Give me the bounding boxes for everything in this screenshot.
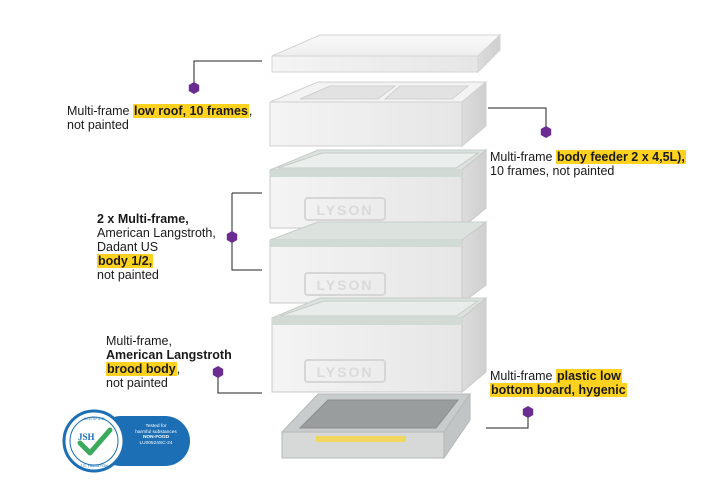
- label-brood-body-line2: American Langstroth: [106, 348, 232, 362]
- label-brood-body: Multi-frame, American Langstroth brood b…: [106, 334, 232, 390]
- hexagon-marker-icon: [212, 366, 224, 378]
- label-brood-body-suffix: ,: [176, 362, 181, 376]
- label-half-body-line1: 2 x Multi-frame,: [97, 212, 189, 226]
- label-half-body-highlight: body 1/2,: [97, 254, 154, 268]
- label-brood-body-line4: not painted: [106, 376, 168, 390]
- hexagon-marker-icon: [540, 126, 552, 138]
- label-low-roof-prefix: Multi-frame: [67, 104, 133, 118]
- brand-mark: LYSON: [317, 364, 374, 380]
- label-body-feeder-highlight: body feeder 2 x 4,5L),: [555, 150, 686, 164]
- brand-mark: LYSON: [317, 277, 374, 293]
- label-low-roof: Multi-frame low roof, 10 frames, not pai…: [67, 104, 252, 132]
- bottom-board: [280, 392, 471, 460]
- hexagon-marker-icon: [188, 82, 200, 94]
- leader-lines: [193, 60, 547, 429]
- label-bottom-board: Multi-frame plastic low bottom board, hy…: [490, 369, 627, 397]
- marker-icons: [188, 82, 552, 418]
- seal-top-text: CERTIFIED: [83, 416, 104, 421]
- brood-body: [271, 296, 488, 394]
- label-half-body-line2: American Langstroth,: [97, 226, 216, 240]
- certificate-badge: [62, 409, 190, 473]
- label-low-roof-suffix: ,: [248, 104, 253, 118]
- check-icon: [77, 427, 113, 456]
- brand-mark: LYSON: [317, 202, 374, 218]
- certificate-line2: harmful substances: [135, 429, 177, 435]
- label-half-body-line5: not painted: [97, 268, 159, 282]
- label-body-feeder-prefix: Multi-frame: [490, 150, 556, 164]
- certificate-line4: LU00524SC-24: [139, 440, 173, 446]
- hexagon-marker-icon: [226, 231, 238, 243]
- label-bottom-board-prefix: Multi-frame: [490, 369, 556, 383]
- certificate-text: Tested for harmful substances NON-FOOD L…: [126, 424, 186, 446]
- label-low-roof-highlight: low roof, 10 frames: [132, 104, 249, 118]
- label-brood-body-line1: Multi-frame,: [106, 334, 172, 348]
- label-bottom-board-highlight2: bottom board, hygenic: [490, 383, 627, 397]
- label-half-body: 2 x Multi-frame, American Langstroth, Da…: [97, 212, 216, 282]
- certificate-line3: NON-FOOD: [142, 435, 170, 441]
- label-half-body-line3: Dadant US: [97, 240, 159, 254]
- label-body-feeder-line2: 10 frames, not painted: [490, 164, 615, 178]
- label-low-roof-line2: not painted: [67, 118, 129, 132]
- seal-initials: JSH: [78, 432, 95, 442]
- certificate-line1: Tested for: [145, 424, 167, 429]
- label-brood-body-highlight: brood body: [106, 362, 177, 376]
- body-feeder: [269, 80, 488, 148]
- half-body-upper: [269, 148, 488, 230]
- half-body-lower: [269, 221, 488, 304]
- label-body-feeder: Multi-frame body feeder 2 x 4,5L), 10 fr…: [490, 150, 686, 178]
- seal-bottom-text: J.S. HAMILTON: [80, 463, 108, 468]
- hexagon-marker-icon: [522, 406, 534, 418]
- low-roof: [271, 33, 502, 74]
- label-bottom-board-highlight1: plastic low: [555, 369, 622, 383]
